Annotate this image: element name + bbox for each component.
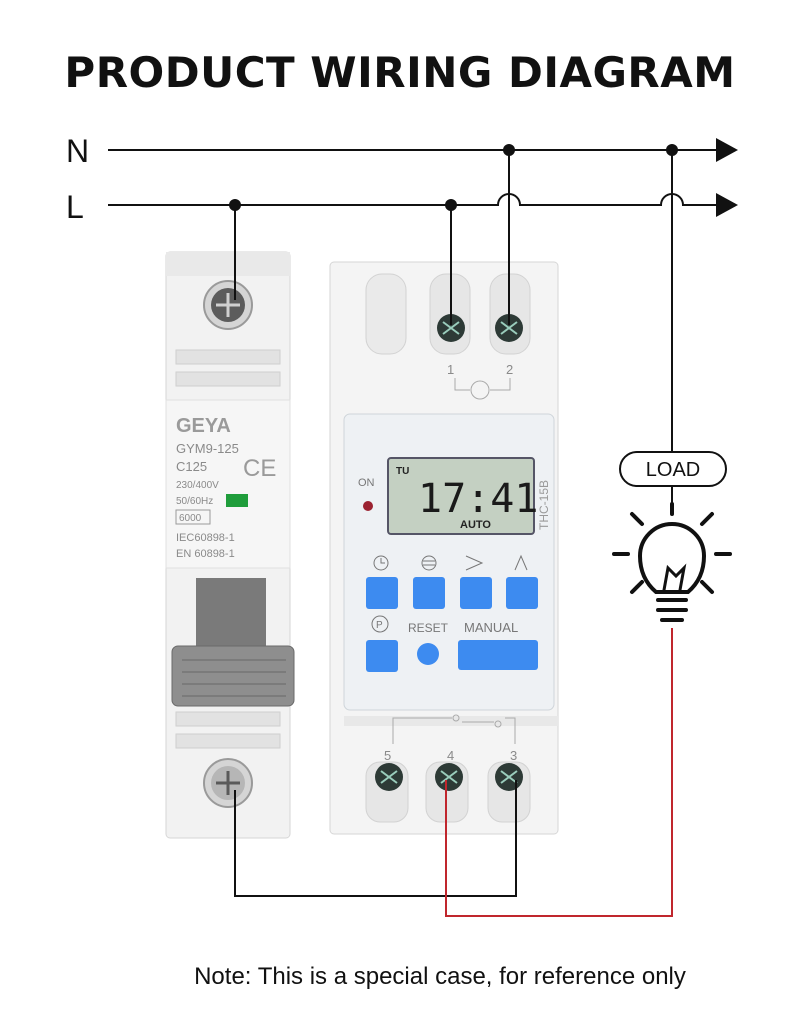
load-label-box: [619, 451, 727, 487]
breaker-status-window: [226, 494, 248, 507]
power-led: [363, 501, 373, 511]
reset-button[interactable]: [417, 643, 439, 665]
program-button[interactable]: [413, 577, 445, 609]
program-icon: [421, 555, 437, 571]
p-icon: [371, 615, 389, 633]
up-icon: [514, 554, 528, 571]
breaker-voltage: 230/400V: [176, 480, 219, 491]
lcd-day: TU: [396, 466, 409, 477]
breaker-frequency: 50/60Hz: [176, 496, 213, 507]
breaker-standard: EN 60898-1: [176, 548, 235, 560]
terminal-2-label: 2: [506, 362, 513, 377]
load-label: LOAD: [646, 459, 700, 481]
terminal-4-label: 4: [447, 748, 454, 763]
breaker-model: GYM9-125: [176, 441, 239, 456]
manual-button[interactable]: [458, 640, 538, 670]
terminal-5-label: 5: [384, 748, 391, 763]
power-on-label: ON: [358, 477, 375, 489]
relay-symbol: [392, 717, 516, 744]
timer-model: THC-15B: [537, 480, 551, 530]
lcd-display: [387, 457, 535, 535]
forward-icon: [465, 555, 484, 571]
breaker-rating: C125: [176, 459, 207, 474]
lcd-time: 17:41: [418, 476, 538, 522]
circuit-breaker: GEYA GYM9-125 C125 CE 230/400V 50/60Hz 6…: [165, 251, 295, 839]
p-button-label: P: [376, 620, 383, 631]
lcd-mode: AUTO: [460, 519, 491, 531]
neutral-wire: [108, 138, 738, 162]
breaker-capacity: 6000: [179, 513, 202, 524]
live-arrow: [716, 193, 738, 217]
ac-symbol: [470, 380, 490, 400]
load-feed-wire: [445, 628, 673, 917]
terminal-3-label: 3: [510, 748, 517, 763]
manual-label: MANUAL: [464, 620, 518, 635]
footnote: Note: This is a special case, for refere…: [194, 963, 686, 990]
ce-mark: CE: [243, 455, 276, 482]
live-label: L: [66, 189, 84, 225]
terminal-1-label: 1: [447, 362, 454, 377]
clock-icon: [373, 555, 389, 571]
neutral-label: N: [66, 133, 89, 169]
clock-button[interactable]: [366, 577, 398, 609]
timer-switch: 1 2 ON TU 17:41 AUTO THC-15B P RESET MAN…: [329, 261, 559, 835]
p-button[interactable]: [366, 640, 398, 672]
live-wire: [108, 193, 738, 217]
reset-label: RESET: [408, 621, 449, 635]
neutral-arrow: [716, 138, 738, 162]
breaker-output-wire: [234, 780, 517, 897]
forward-button[interactable]: [460, 577, 492, 609]
breaker-standard: IEC60898-1: [176, 532, 235, 544]
light-bulb-icon: [612, 502, 732, 622]
breaker-brand: GEYA: [176, 415, 231, 437]
up-button[interactable]: [506, 577, 538, 609]
page-title: PRODUCT WIRING DIAGRAM: [64, 48, 736, 97]
